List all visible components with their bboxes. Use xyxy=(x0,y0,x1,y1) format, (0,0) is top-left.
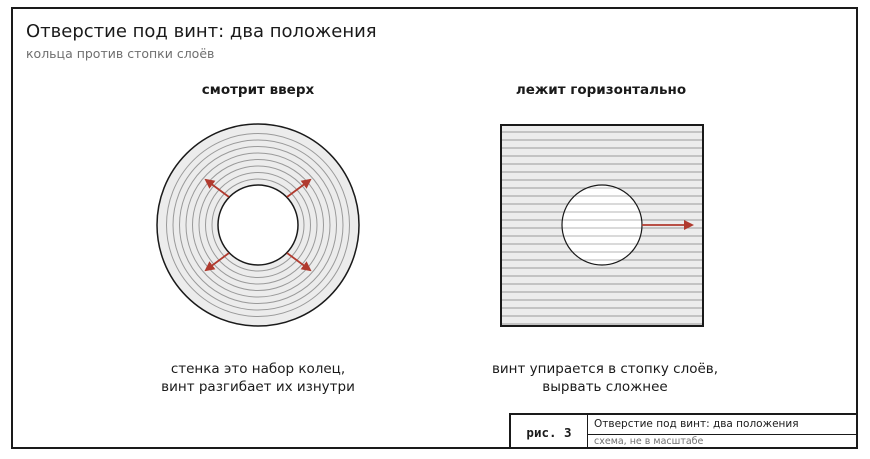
figure-number: рис. 3 xyxy=(511,415,588,449)
wall-ring xyxy=(172,139,344,311)
figure-title: Отверстие под винт: два положения xyxy=(26,21,377,42)
wall-ring xyxy=(179,146,337,304)
vertical-hole-diagram xyxy=(156,123,360,327)
layer-lines xyxy=(501,131,703,325)
left-caption-line1: стенка это набор колец, xyxy=(170,361,346,377)
wall-ring xyxy=(205,172,311,278)
outward-force-arrows xyxy=(204,178,312,272)
layer-stack-outline xyxy=(500,124,704,327)
wall-rings xyxy=(166,133,350,317)
right-caption-line2: вырвать сложнее xyxy=(542,379,668,395)
wall-ring xyxy=(192,159,324,291)
screw-hole xyxy=(217,184,299,266)
arrow-down-left xyxy=(204,252,230,272)
wall-ring xyxy=(211,178,305,272)
left-caption-line2: винт разгибает их изнутри xyxy=(161,379,355,395)
wall-ring xyxy=(198,165,318,285)
title-block: рис. 3 Отверстие под винт: два положения… xyxy=(509,413,858,449)
wall-ring xyxy=(166,133,350,317)
right-caption-line1: винт упирается в стопку слоёв, xyxy=(491,361,719,377)
right-caption: винт упирается в стопку слоёв, вырвать с… xyxy=(455,360,755,396)
title-block-note: схема, не в масштабе xyxy=(594,436,704,447)
arrow-up-right xyxy=(286,178,312,198)
left-caption: стенка это набор колец, винт разгибает и… xyxy=(128,360,388,396)
arrow-up-left xyxy=(204,178,230,198)
right-panel-title: лежит горизонтально xyxy=(515,82,687,98)
figure-frame xyxy=(11,7,858,449)
hole-fill xyxy=(562,185,642,265)
horizontal-hole-diagram xyxy=(500,124,704,327)
title-block-text: Отверстие под винт: два положения схема,… xyxy=(588,415,858,449)
wall-ring xyxy=(185,152,331,298)
title-block-title: Отверстие под винт: два положения xyxy=(588,415,858,435)
outer-wall-outline xyxy=(156,123,360,327)
figure-subtitle: кольца против стопки слоёв xyxy=(26,46,215,61)
left-panel-title: смотрит вверх xyxy=(201,82,315,98)
arrow-down-right xyxy=(286,252,312,272)
